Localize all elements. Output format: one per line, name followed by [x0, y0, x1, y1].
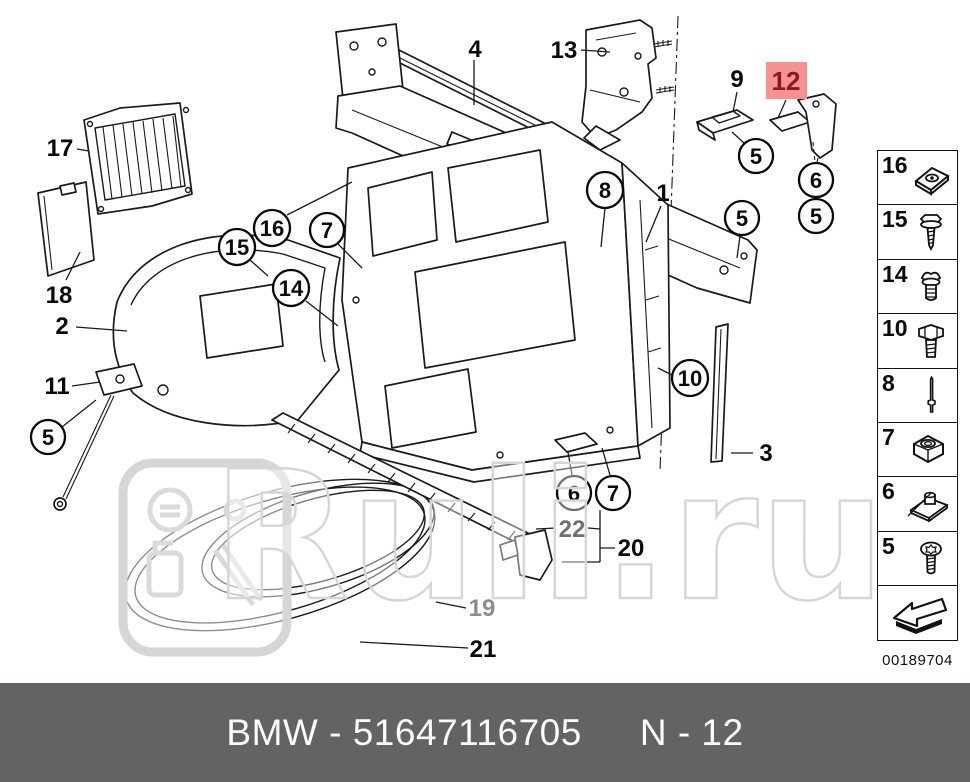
legend-num: 8 — [882, 369, 895, 396]
callout-label-12-highlighted[interactable]: 12 — [766, 62, 807, 99]
callout-label-22[interactable]: 22 — [559, 516, 586, 543]
callout-label-13[interactable]: 13 — [551, 37, 578, 64]
part-13-screws — [653, 40, 675, 94]
callout-label-2[interactable]: 2 — [55, 313, 68, 340]
part-12-bracket — [769, 93, 837, 163]
legend-item-10: 10 — [877, 313, 958, 370]
legend-num: 7 — [882, 424, 895, 451]
legend-num: 14 — [882, 260, 908, 287]
legend-num: 6 — [882, 478, 895, 505]
part-3-strip — [710, 323, 729, 463]
legend-item-15: 15 — [877, 204, 958, 261]
legend-item-16: 16 — [877, 150, 958, 206]
callout-label-1[interactable]: 1 — [656, 180, 669, 207]
callout-label-3[interactable]: 3 — [759, 440, 772, 467]
svg-text:15: 15 — [225, 235, 249, 260]
part-11-rod — [53, 363, 143, 511]
callout-label-11[interactable]: 11 — [44, 373, 69, 400]
legend-num: 15 — [882, 206, 908, 233]
callout-label-17[interactable]: 17 — [47, 135, 74, 162]
callout-circle-14[interactable]: 14 — [271, 268, 311, 308]
legend-num: 10 — [882, 315, 908, 342]
svg-text:5: 5 — [810, 204, 822, 229]
footer-page-code: N - 12 — [639, 711, 744, 753]
callout-label-4[interactable]: 4 — [468, 36, 482, 63]
legend-num: 5 — [882, 532, 895, 559]
fastener-legend: 16 15 14 — [877, 150, 958, 642]
document-number: 00189704 — [882, 652, 953, 669]
svg-text:6: 6 — [810, 168, 822, 193]
legend-item-6: 6 — [877, 476, 958, 533]
stud-pin-icon — [927, 375, 936, 413]
svg-text:12: 12 — [772, 66, 801, 96]
direction-arrow-icon — [892, 598, 948, 635]
clip-nut-icon — [914, 166, 950, 196]
footer-bar: BMW - 51647116705 N - 12 — [0, 683, 970, 782]
footer-part-number: BMW - 51647116705 — [226, 711, 582, 753]
part-9-bracket — [696, 109, 754, 141]
callout-label-19[interactable]: 19 — [469, 595, 496, 622]
svg-text:5: 5 — [42, 425, 54, 450]
callout-circle-16[interactable]: 16 — [252, 208, 292, 248]
callout-circles: 5 15 16 7 14 8 5 5 6 — [29, 137, 835, 512]
callout-circle-5-left[interactable]: 5 — [29, 418, 67, 456]
svg-text:16: 16 — [260, 216, 284, 241]
svg-text:14: 14 — [279, 276, 304, 301]
torx-screw-icon — [920, 541, 942, 575]
legend-item-8: 8 — [877, 367, 958, 424]
legend-item-5: 5 — [877, 530, 958, 587]
clip-nut-stud-icon — [907, 492, 949, 523]
callout-circle-7-bottom[interactable]: 7 — [594, 474, 632, 512]
callout-circle-8[interactable]: 8 — [585, 170, 625, 210]
hex-nut-icon — [913, 434, 944, 464]
callout-label-9[interactable]: 9 — [730, 66, 743, 93]
centerline — [659, 15, 679, 473]
legend-item-14: 14 — [877, 258, 958, 315]
callout-label-21[interactable]: 21 — [470, 636, 497, 663]
exploded-parts-drawing: 17 18 2 11 4 13 9 1 3 22 20 19 21 12 5 1… — [29, 15, 837, 663]
svg-text:7: 7 — [321, 218, 333, 243]
part-2-air-duct — [112, 234, 341, 427]
callout-circle-7-mid[interactable]: 7 — [308, 211, 346, 249]
callout-label-18[interactable]: 18 — [46, 282, 73, 309]
svg-text:7: 7 — [607, 481, 619, 506]
svg-text:6: 6 — [568, 481, 580, 506]
callout-label-20[interactable]: 20 — [618, 535, 645, 562]
part-17-louvre — [83, 102, 193, 215]
parts-artwork — [37, 15, 837, 632]
svg-text:10: 10 — [678, 366, 702, 391]
svg-text:5: 5 — [736, 206, 748, 231]
legend-item-7: 7 — [877, 422, 958, 479]
callout-circle-5-right[interactable]: 5 — [797, 197, 835, 235]
legend-item-arrow — [877, 585, 958, 642]
hex-bolt-icon — [918, 324, 944, 359]
legend-num: 16 — [882, 152, 908, 178]
screw-with-washer-icon — [919, 214, 943, 252]
svg-text:5: 5 — [750, 144, 762, 169]
callout-circle-15[interactable]: 15 — [217, 227, 257, 267]
callout-circle-10[interactable]: 10 — [670, 358, 710, 398]
expansion-rivet-icon — [920, 271, 942, 301]
part-13-bracket — [581, 19, 657, 139]
callout-circle-6-bottom[interactable]: 6 — [555, 474, 593, 512]
callout-circle-6-right[interactable]: 6 — [797, 161, 835, 199]
part-18-panel — [37, 181, 95, 277]
callout-leader-lines — [61, 49, 816, 649]
callout-circle-5-beam[interactable]: 5 — [723, 199, 761, 237]
callout-labels: 17 18 2 11 4 13 9 1 3 22 20 19 21 — [44, 36, 772, 663]
part-20-end-piece — [499, 529, 553, 581]
svg-text:8: 8 — [599, 178, 611, 203]
callout-circle-5-top[interactable]: 5 — [737, 137, 775, 175]
